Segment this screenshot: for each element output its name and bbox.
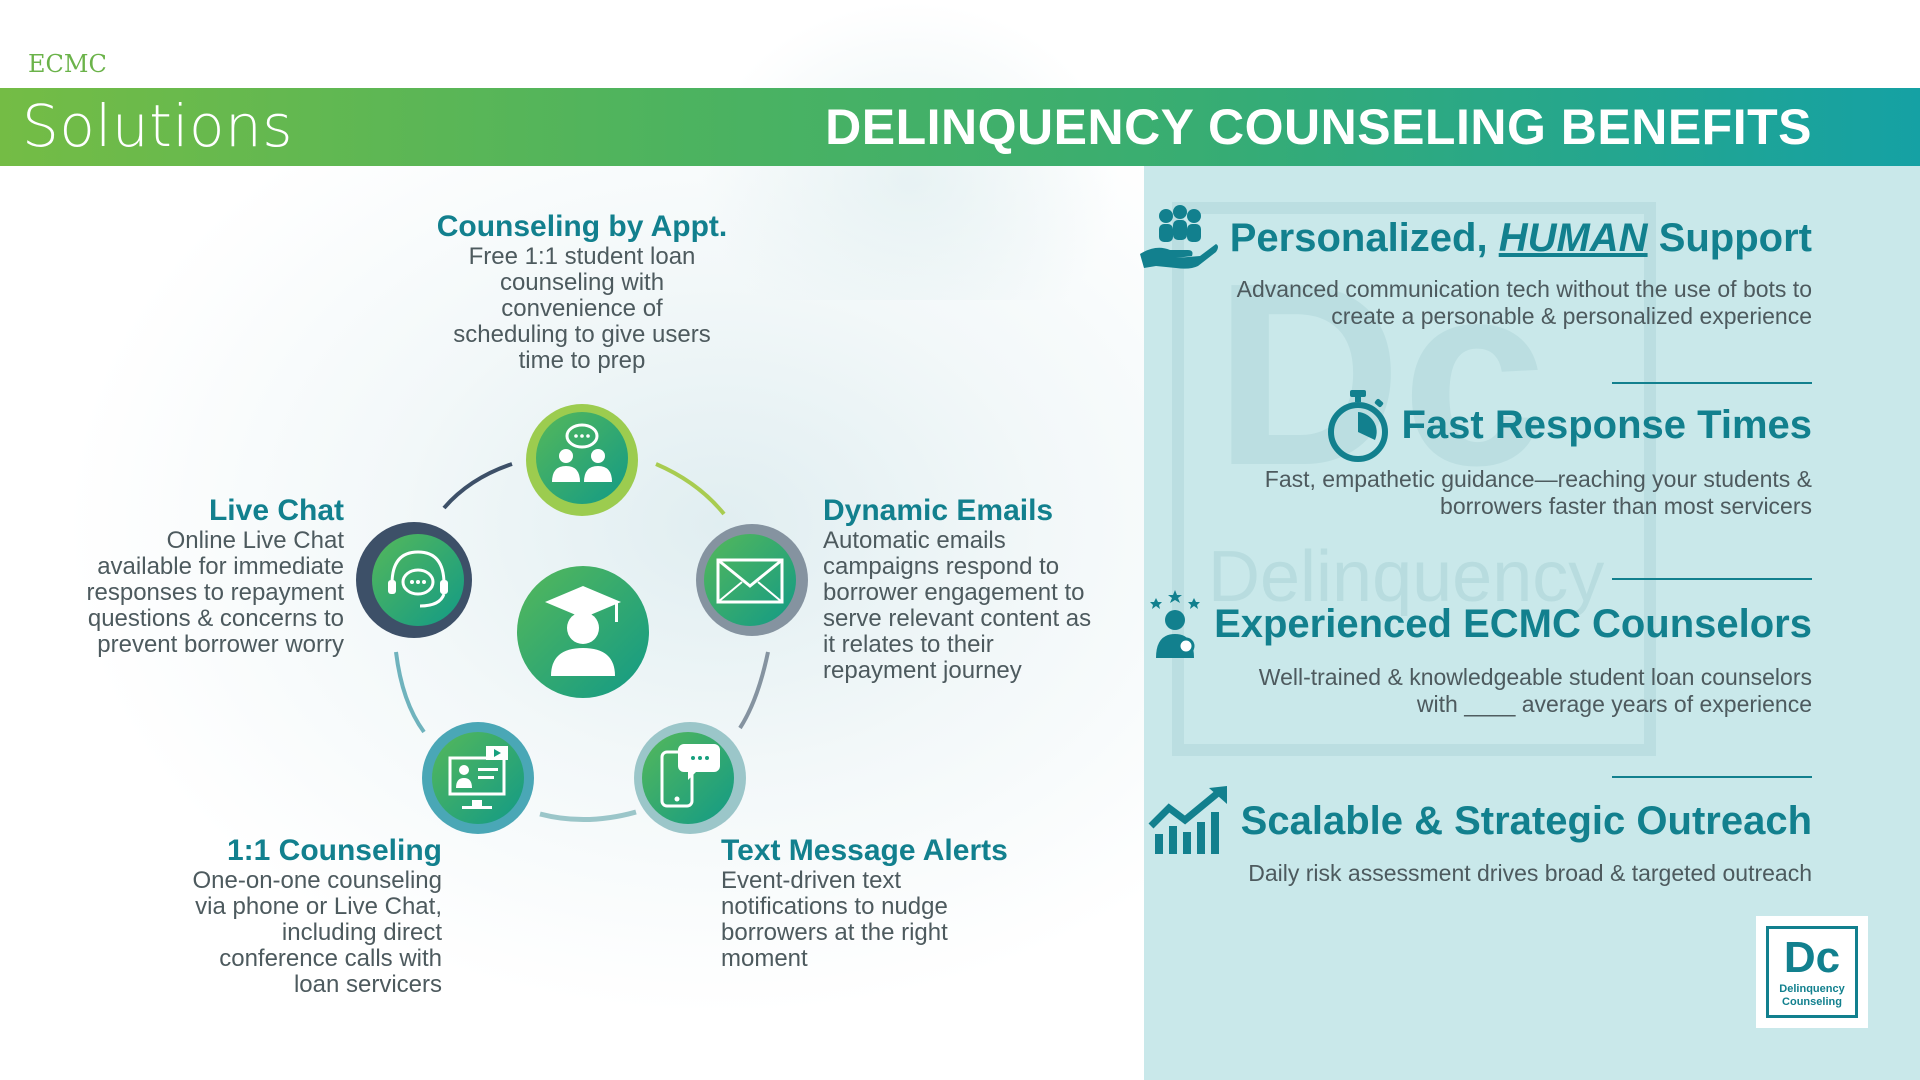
node-description: Online Live Chat available for immediate… <box>86 527 344 658</box>
benefit-divider <box>1612 578 1812 580</box>
phone-message-icon <box>660 744 720 808</box>
node-text-alerts-text: Text Message Alerts Event-driven text no… <box>721 834 1041 972</box>
node-emails-text: Dynamic Emails Automatic emails campaign… <box>823 494 1143 684</box>
group-chat-icon <box>552 423 612 482</box>
benefit-fast-response: Fast Response Times Fast, empathetic gui… <box>1265 388 1812 520</box>
expert-star-icon <box>1150 590 1201 658</box>
video-conference-icon <box>448 746 508 809</box>
benefit-title: Experienced ECMC Counselors <box>1214 601 1812 646</box>
node-text-alerts <box>634 722 746 834</box>
center-node <box>517 566 649 698</box>
node-one-on-one-text: 1:1 Counseling One-on-one counseling via… <box>142 834 442 998</box>
node-live-chat <box>356 522 472 638</box>
benefit-divider <box>1612 382 1812 384</box>
benefit-description: Fast, empathetic guidance—reaching your … <box>1264 466 1812 519</box>
node-live-chat-text: Live Chat Online Live Chat available for… <box>44 494 344 658</box>
delinquency-counseling-logo: Dc Delinquency Counseling <box>1756 916 1868 1028</box>
node-description: Event-driven text notifications to nudge… <box>721 867 948 972</box>
node-title: 1:1 Counseling <box>226 834 442 867</box>
growth-chart-icon <box>1148 786 1227 854</box>
node-appointment-text: Counseling by Appt. Free 1:1 student loa… <box>432 210 732 374</box>
node-title: Live Chat <box>208 494 344 527</box>
watermark-mark: Dc <box>1214 230 1547 520</box>
brand-logo-text: ECMC <box>28 50 107 78</box>
watermark-frame <box>1172 202 1656 756</box>
benefit-scalable: Scalable & Strategic Outreach Daily risk… <box>1147 786 1812 887</box>
logo-line2: Counseling <box>1782 996 1842 1008</box>
node-appointment <box>526 404 638 516</box>
human-emphasis: HUMAN <box>1498 215 1648 260</box>
benefits-panel: Dc Delinquency <box>1144 166 1920 1080</box>
node-description: One-on-one counseling via phone or Live … <box>192 867 442 998</box>
cycle-arc <box>442 462 513 510</box>
cycle-arc <box>655 462 726 516</box>
stopwatch-icon <box>1328 390 1389 462</box>
graduate-student-icon <box>545 586 621 676</box>
hand-people-icon <box>1139 205 1218 269</box>
cycle-arc <box>738 651 770 730</box>
header-banner: Solutions DELINQUENCY COUNSELING BENEFIT… <box>0 88 1920 166</box>
node-title: Text Message Alerts <box>721 834 1008 867</box>
node-description: Free 1:1 student loan counseling with co… <box>453 243 711 374</box>
benefit-title: Scalable & Strategic Outreach <box>1240 798 1812 843</box>
cycle-arc <box>394 651 426 734</box>
counseling-cycle-diagram <box>356 404 808 834</box>
node-emails <box>696 524 808 636</box>
node-description: Automatic emails campaigns respond to bo… <box>823 527 1092 684</box>
watermark-text: Delinquency <box>1208 537 1605 617</box>
node-one-on-one <box>422 722 534 834</box>
headset-chat-icon <box>388 550 448 608</box>
benefit-description: Advanced communication tech without the … <box>1236 276 1812 329</box>
envelope-icon <box>716 558 784 604</box>
benefit-personalized: Personalized, HUMAN Support Advanced com… <box>1136 204 1812 330</box>
benefit-title: Personalized, HUMAN Support <box>1229 215 1812 260</box>
benefit-divider <box>1612 776 1812 778</box>
node-title: Dynamic Emails <box>823 494 1054 527</box>
node-title: Counseling by Appt. <box>436 210 728 243</box>
benefit-experienced: Experienced ECMC Counselors Well-trained… <box>1146 588 1812 718</box>
cycle-arc <box>539 809 637 822</box>
logo-line1: Delinquency <box>1779 983 1845 995</box>
benefit-description: Well-trained & knowledgeable student loa… <box>1258 664 1812 717</box>
logo-mark: Dc <box>1783 933 1841 982</box>
section-title: Solutions <box>22 92 293 160</box>
benefit-description: Daily risk assessment drives broad & tar… <box>1248 860 1812 886</box>
page-title: DELINQUENCY COUNSELING BENEFITS <box>825 99 1812 155</box>
benefit-title: Fast Response Times <box>1401 402 1812 447</box>
